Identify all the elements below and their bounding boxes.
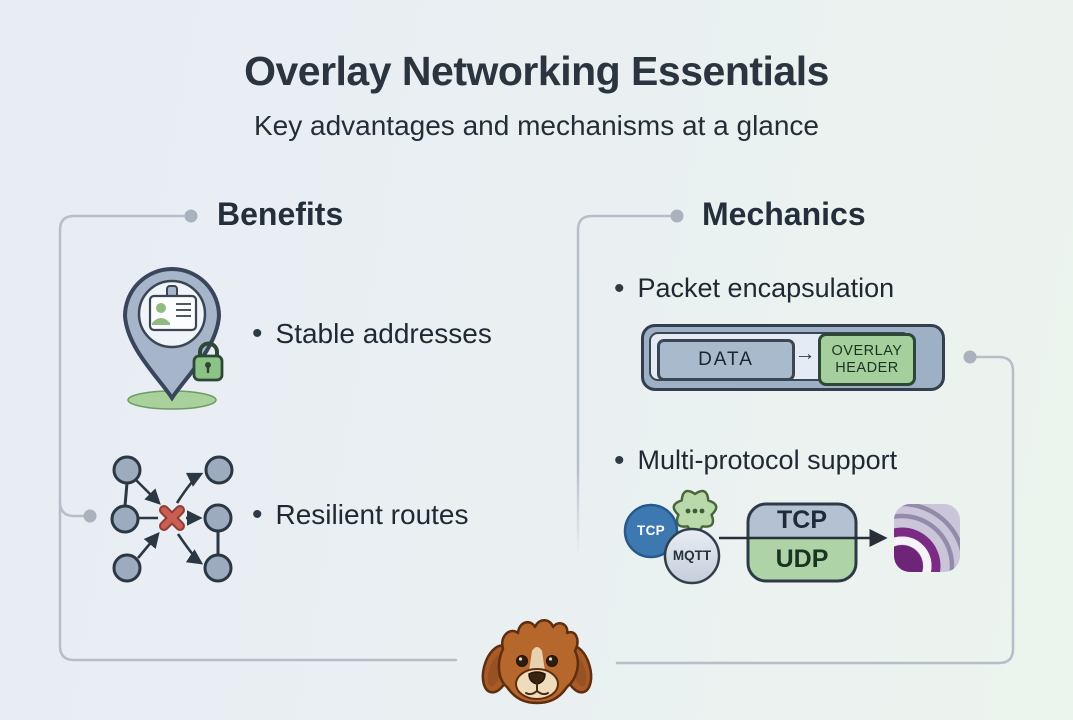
id-card-icon <box>148 285 198 332</box>
benefits-branch-line <box>58 499 85 518</box>
tcp-badge-label: TCP <box>637 523 665 538</box>
page-title: Overlay Networking Essentials <box>244 48 829 94</box>
mechanics-connector-line <box>576 214 677 555</box>
tcp-protocol-badge <box>623 503 679 559</box>
connector-dot <box>963 350 977 364</box>
mechanics-item-packet-encapsulation: • Packet encapsulation <box>614 273 894 304</box>
mechanics-item-multi-protocol: • Multi-protocol support <box>614 445 897 476</box>
connector-dot <box>83 509 97 523</box>
connector-dot <box>670 209 684 223</box>
network-nodes <box>110 455 234 583</box>
page-subtitle: Key advantages and mechanisms at a glanc… <box>253 110 820 141</box>
bullet: • <box>252 498 263 531</box>
data-box: DATA <box>657 339 795 381</box>
mqtt-badge-label: MQTT <box>672 548 712 563</box>
benefits-connector-line <box>58 214 458 662</box>
tunnel-tcp-label: TCP <box>777 506 827 534</box>
padlock-icon <box>192 341 224 382</box>
benefit-label: Stable addresses <box>275 318 492 349</box>
overlay-signal-icon <box>894 504 960 572</box>
right-connector-line <box>615 355 1015 665</box>
multi-protocol-diagram <box>623 489 960 585</box>
location-pin-id-card-lock-icon <box>122 267 224 410</box>
benefit-label: Resilient routes <box>275 499 469 530</box>
tunnel-tcp-udp-box <box>746 502 858 583</box>
packet-capsule-diagram: DATA → OVERLAY HEADER <box>641 324 945 391</box>
bullet: • <box>614 443 625 477</box>
mechanics-label: Multi-protocol support <box>637 445 898 475</box>
benefit-item-resilient-routes: • Resilient routes <box>252 499 469 531</box>
connector-dot <box>184 209 198 223</box>
dog-mascot <box>481 619 593 705</box>
mqtt-protocol-badge <box>663 527 721 585</box>
overlay-header-box: OVERLAY HEADER <box>818 333 916 386</box>
network-reroute-icon <box>110 455 234 583</box>
protocol-ellipsis-badge-icon <box>672 489 718 534</box>
bullet: • <box>614 271 625 305</box>
failure-x-icon <box>159 505 185 531</box>
mechanics-heading: Mechanics <box>702 196 866 232</box>
benefit-item-stable-addresses: • Stable addresses <box>252 318 492 350</box>
mechanics-label: Packet encapsulation <box>637 273 895 303</box>
tunnel-udp-label: UDP <box>775 545 829 573</box>
benefits-heading: Benefits <box>217 196 344 232</box>
encapsulation-arrow-icon: → <box>794 342 816 365</box>
bullet: • <box>252 317 263 350</box>
